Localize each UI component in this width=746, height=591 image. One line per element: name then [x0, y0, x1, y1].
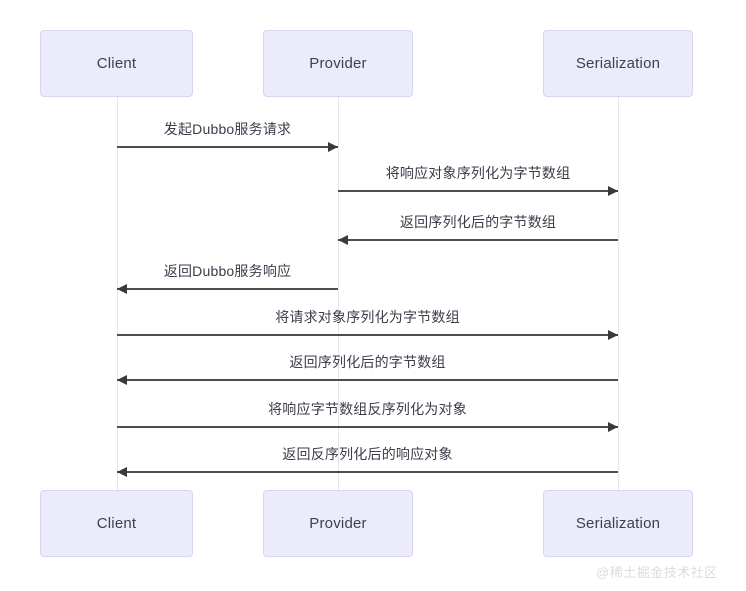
message-line — [117, 426, 618, 428]
participant-label: Serialization — [575, 515, 661, 532]
arrow-head-left-icon — [338, 235, 348, 245]
message-line — [117, 288, 338, 290]
participant-label: Provider — [309, 515, 367, 532]
participant-label: Client — [96, 55, 137, 72]
arrow-head-left-icon — [117, 467, 127, 477]
arrow-head-left-icon — [117, 375, 127, 385]
participant-box-serialization-top[interactable]: Serialization — [543, 30, 693, 97]
participant-label: Provider — [309, 55, 367, 72]
arrow-head-right-icon — [608, 186, 618, 196]
participant-label: Client — [96, 515, 137, 532]
arrow-head-right-icon — [608, 330, 618, 340]
arrow-head-right-icon — [608, 422, 618, 432]
participant-box-provider-bottom[interactable]: Provider — [263, 490, 413, 557]
message-line — [117, 471, 618, 473]
message-label: 将响应对象序列化为字节数组 — [385, 165, 571, 181]
arrow-head-right-icon — [328, 142, 338, 152]
message-label: 返回序列化后的字节数组 — [399, 214, 557, 230]
participant-box-client-top[interactable]: Client — [40, 30, 193, 97]
message-label: 将请求对象序列化为字节数组 — [275, 309, 460, 325]
message-label: 将响应字节数组反序列化为对象 — [268, 401, 467, 417]
participant-box-provider-top[interactable]: Provider — [263, 30, 413, 97]
message-label: 返回反序列化后的响应对象 — [282, 446, 453, 462]
watermark: @稀土掘金技术社区 — [596, 565, 718, 580]
lifeline-provider — [338, 97, 339, 490]
participant-box-serialization-bottom[interactable]: Serialization — [543, 490, 693, 557]
message-line — [117, 379, 618, 381]
message-label: 返回Dubbo服务响应 — [163, 263, 292, 279]
message-label: 发起Dubbo服务请求 — [163, 121, 292, 137]
lifeline-serialization — [618, 97, 619, 490]
arrow-head-left-icon — [117, 284, 127, 294]
message-line — [338, 190, 618, 192]
participant-box-client-bottom[interactable]: Client — [40, 490, 193, 557]
message-line — [338, 239, 618, 241]
message-label: 返回序列化后的字节数组 — [289, 354, 446, 370]
message-line — [117, 146, 338, 148]
message-line — [117, 334, 618, 336]
participant-label: Serialization — [575, 55, 661, 72]
